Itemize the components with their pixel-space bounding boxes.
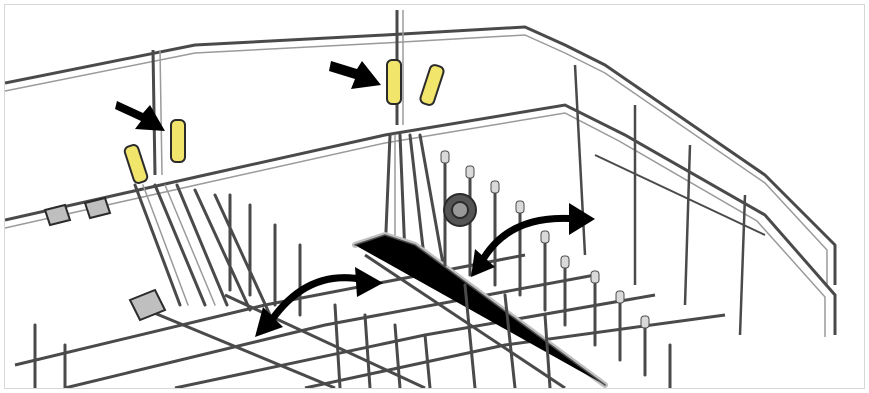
illustration-frame xyxy=(4,4,865,389)
handle-left-tilted xyxy=(123,144,148,184)
handle-left-upright xyxy=(171,120,185,162)
dishwasher-basket-illustration xyxy=(5,5,864,388)
handle-center-upright xyxy=(387,60,401,104)
handle-center-tilted xyxy=(419,64,445,106)
tine-rack-left xyxy=(135,185,300,315)
